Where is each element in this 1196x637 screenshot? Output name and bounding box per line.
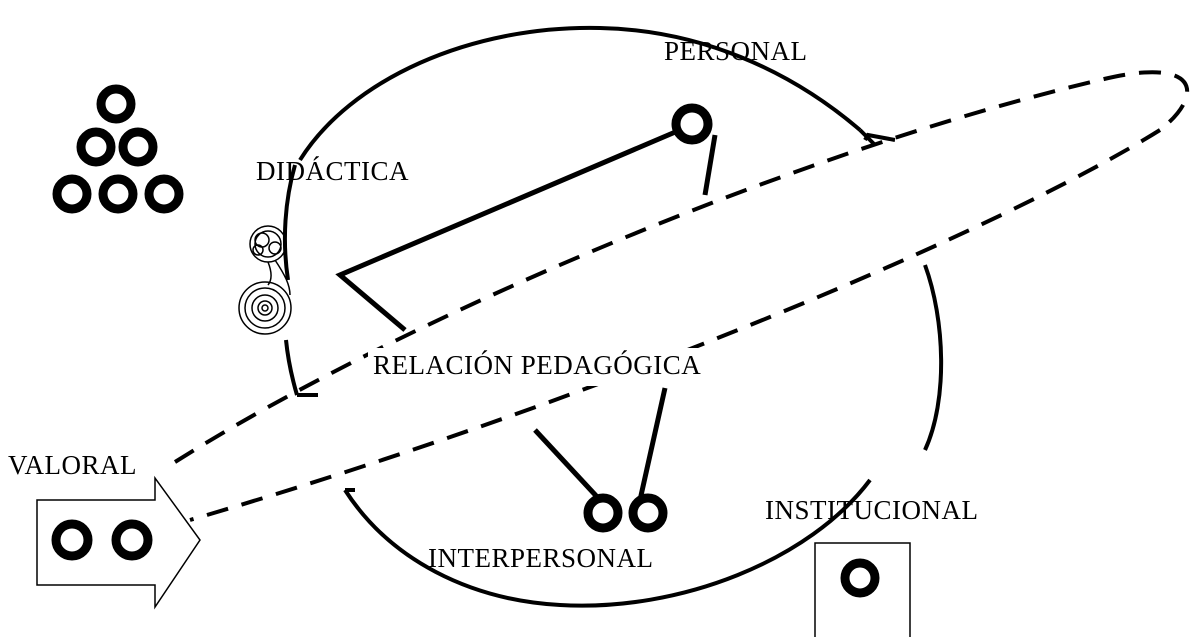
personal-ring-icon xyxy=(671,103,713,145)
institucional-ring-icon xyxy=(840,558,880,598)
tick-marks xyxy=(297,132,896,492)
connector-personal-down xyxy=(702,134,718,196)
interpersonal-ring-icon xyxy=(628,493,668,533)
center-label-backing xyxy=(368,348,748,386)
connector-lines xyxy=(335,127,718,502)
circle-arc-left-upper xyxy=(282,164,297,281)
label-personal: PERSONAL xyxy=(664,36,808,66)
dashed-arc-upper xyxy=(173,70,1190,464)
valoral-ring-icon xyxy=(51,519,93,561)
label-valoral: VALORAL xyxy=(8,450,138,480)
label-relacion-pedagogica: RELACIÓN PEDAGÓGICA xyxy=(373,350,702,380)
arrow-box-icon xyxy=(36,475,201,610)
circle-arc-bottom xyxy=(343,478,872,608)
connector-personal-center xyxy=(335,127,681,332)
interpersonal-ring-icon xyxy=(583,493,623,533)
interpersonal-rings xyxy=(583,493,668,533)
triangle-of-rings-icon xyxy=(52,84,184,214)
main-circle xyxy=(282,25,944,608)
tick-top-right xyxy=(863,132,896,142)
label-didactica: DIDÁCTICA xyxy=(256,156,409,186)
circle-arc-top xyxy=(298,25,862,162)
circle-arc-right xyxy=(923,264,944,451)
spiral-knot-icon xyxy=(238,225,292,335)
square-box-icon xyxy=(814,542,911,637)
connector-center-interpersonal-left xyxy=(533,428,602,502)
label-interpersonal: INTERPERSONAL xyxy=(428,543,654,573)
dashed-ellipse xyxy=(173,70,1190,522)
circle-arc-left xyxy=(284,339,299,396)
connector-center-interpersonal-right xyxy=(637,387,668,501)
valoral-ring-icon xyxy=(111,519,153,561)
valoral-rings xyxy=(51,519,153,561)
label-institucional: INSTITUCIONAL xyxy=(765,495,979,525)
dashed-arc-lower xyxy=(189,128,1162,522)
